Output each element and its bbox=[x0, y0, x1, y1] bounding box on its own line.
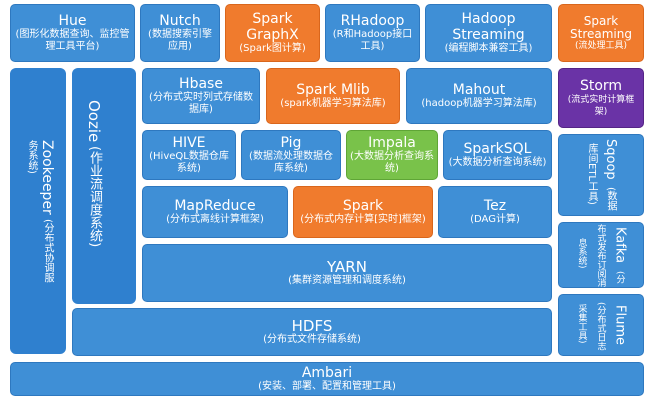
oozie-panel bbox=[72, 68, 136, 304]
pig-desc: (数据流处理数据仓库系统) bbox=[249, 151, 333, 174]
impala-desc: (大数据分析查询系统) bbox=[350, 151, 434, 174]
hue-title: Hue bbox=[58, 13, 87, 29]
zookeeper-label: Zookeeper (分布式协调服务系统) bbox=[24, 140, 55, 290]
hive-title: HIVE bbox=[172, 135, 206, 151]
oozie-desc: (作业流调度系统) bbox=[87, 146, 102, 248]
spark-streaming-title: Spark Streaming bbox=[570, 13, 632, 41]
ambari-box: Ambari (安装、部署、配置和管理工具) bbox=[10, 362, 644, 396]
hive-desc: (HiveQL数据仓库系统) bbox=[149, 151, 229, 174]
spark-streaming-desc: (流处理工具) bbox=[574, 40, 628, 51]
spark-streaming-box: Spark Streaming (流处理工具) bbox=[558, 4, 644, 62]
tez-desc: (DAG计算) bbox=[470, 214, 520, 225]
storm-desc: (流式实时计算框架) bbox=[567, 95, 635, 117]
zookeeper-title: Zookeeper bbox=[39, 140, 55, 215]
mapreduce-title: MapReduce bbox=[174, 198, 256, 214]
flume-desc: (分布式日志采集工具) bbox=[576, 302, 606, 351]
spark-title: Spark bbox=[342, 198, 384, 214]
mapreduce-desc: (分布式离线计算框架) bbox=[166, 214, 264, 225]
hdfs-title: HDFS bbox=[291, 317, 333, 335]
oozie-title: Oozie bbox=[85, 100, 103, 143]
nutch-box: Nutch (数据搜索引擎应用) bbox=[140, 4, 220, 62]
hive-box: HIVE (HiveQL数据仓库系统) bbox=[142, 130, 236, 180]
hue-desc: (图形化数据查询、监控管理工具平台) bbox=[15, 29, 130, 52]
yarn-box: YARN (集群资源管理和调度系统) bbox=[142, 244, 552, 302]
pig-title: Pig bbox=[280, 135, 302, 151]
spark-graphx-desc: (Spark图计算) bbox=[239, 43, 306, 54]
spark-box: Spark (分布式内存计算[实时]框架) bbox=[293, 186, 433, 238]
kafka-box: Kafka (分布式发布订阅消息系统) bbox=[558, 222, 644, 288]
spark-mlib-box: Spark Mlib (spark机器学习算法库) bbox=[266, 68, 400, 124]
mahout-box: Mahout (hadoop机器学习算法库) bbox=[406, 68, 552, 124]
storm-box: Storm (流式实时计算框架) bbox=[558, 68, 644, 128]
zookeeper-panel bbox=[10, 68, 66, 354]
mahout-title: Mahout bbox=[452, 82, 506, 98]
nutch-title: Nutch bbox=[159, 13, 201, 29]
sqoop-title: Sqoop bbox=[603, 138, 618, 180]
hdfs-desc: (分布式文件存储系统) bbox=[263, 334, 361, 345]
sqoop-desc: (数据库间ETL工具) bbox=[586, 142, 616, 212]
sqoop-box: Sqoop (数据库间ETL工具) bbox=[558, 134, 644, 216]
spark-desc: (分布式内存计算[实时]框架) bbox=[300, 214, 426, 225]
kafka-title: Kafka bbox=[612, 226, 628, 263]
flume-vertical: Flume (分布式日志采集工具) bbox=[573, 295, 630, 355]
sparksql-title: SparkSQL bbox=[463, 141, 532, 157]
yarn-desc: (集群资源管理和调度系统) bbox=[288, 275, 406, 286]
hadoop-streaming-title: Hadoop Streaming bbox=[452, 11, 525, 43]
ambari-title: Ambari bbox=[301, 364, 353, 381]
spark-mlib-desc: (spark机器学习算法库) bbox=[280, 98, 386, 109]
ambari-desc: (安装、部署、配置和管理工具) bbox=[258, 380, 396, 392]
sparksql-box: SparkSQL (大数据分析查询系统) bbox=[443, 130, 552, 180]
rhadoop-box: RHadoop (R和Hadoop接口工具) bbox=[325, 4, 420, 62]
spark-graphx-box: Spark GraphX (Spark图计算) bbox=[225, 4, 320, 62]
sqoop-vertical: Sqoop (数据库间ETL工具) bbox=[582, 135, 620, 215]
mapreduce-box: MapReduce (分布式离线计算框架) bbox=[142, 186, 288, 238]
rhadoop-title: RHadoop bbox=[340, 13, 405, 29]
oozie-label: Oozie (作业流调度系统) bbox=[85, 100, 103, 250]
flume-title: Flume bbox=[612, 305, 628, 345]
nutch-desc: (数据搜索引擎应用) bbox=[148, 29, 212, 52]
yarn-title: YARN bbox=[327, 258, 367, 276]
hdfs-box: HDFS (分布式文件存储系统) bbox=[72, 308, 552, 356]
hadoop-streaming-box: Hadoop Streaming (编程脚本兼容工具) bbox=[425, 4, 552, 62]
tez-box: Tez (DAG计算) bbox=[438, 186, 552, 238]
impala-title: Impala bbox=[368, 135, 416, 151]
spark-mlib-title: Spark Mlib bbox=[296, 82, 370, 98]
storm-title: Storm bbox=[579, 78, 623, 94]
flume-box: Flume (分布式日志采集工具) bbox=[558, 294, 644, 356]
spark-graphx-title: Spark GraphX bbox=[246, 11, 299, 43]
zookeeper-desc: (分布式协调服务系统) bbox=[26, 140, 53, 283]
rhadoop-desc: (R和Hadoop接口工具) bbox=[332, 29, 413, 52]
hbase-box: Hbase (分布式实时列式存储数据库) bbox=[142, 68, 260, 124]
kafka-desc: (分布式发布订阅消息系统) bbox=[576, 223, 625, 287]
hbase-desc: (分布式实时列式存储数据库) bbox=[149, 92, 253, 115]
tez-title: Tez bbox=[483, 198, 507, 214]
hadoop-streaming-desc: (编程脚本兼容工具) bbox=[444, 43, 533, 54]
hue-box: Hue (图形化数据查询、监控管理工具平台) bbox=[10, 4, 135, 62]
impala-box: Impala (大数据分析查询系统) bbox=[346, 130, 438, 180]
kafka-vertical: Kafka (分布式发布订阅消息系统) bbox=[573, 223, 630, 287]
hbase-title: Hbase bbox=[179, 76, 223, 92]
sparksql-desc: (大数据分析查询系统) bbox=[448, 157, 547, 168]
mahout-desc: (hadoop机器学习算法库) bbox=[421, 98, 537, 109]
pig-box: Pig (数据流处理数据仓库系统) bbox=[241, 130, 341, 180]
